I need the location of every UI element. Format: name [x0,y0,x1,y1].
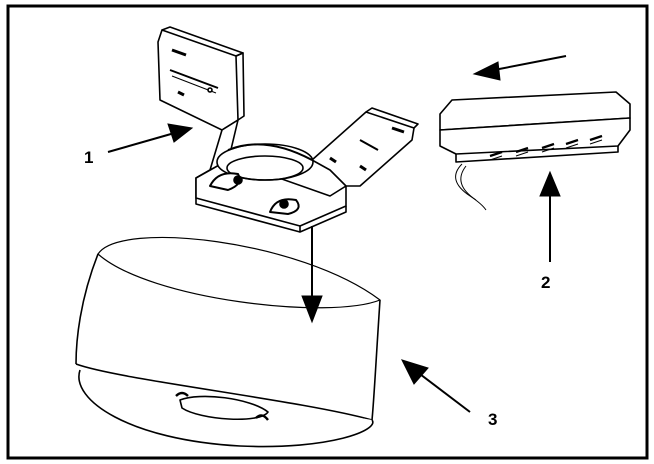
light-fixture [75,236,381,448]
attach-direction-arrowhead [301,295,323,324]
callout-1-label: 1 [84,148,94,167]
callout-1-arrowhead [167,123,194,143]
diagram-border [6,4,649,460]
callout-3-label: 3 [488,410,498,429]
driver-box [439,91,631,211]
callout-1-arrow [107,131,179,153]
callout-3-arrowhead [401,359,429,385]
slide-direction-arrowhead [472,61,501,81]
mounting-bracket [157,26,419,233]
slide-direction-arrow [493,55,567,71]
callout-2-arrowhead [539,170,561,197]
callout-2-label: 2 [541,273,551,292]
arrows [107,55,567,413]
